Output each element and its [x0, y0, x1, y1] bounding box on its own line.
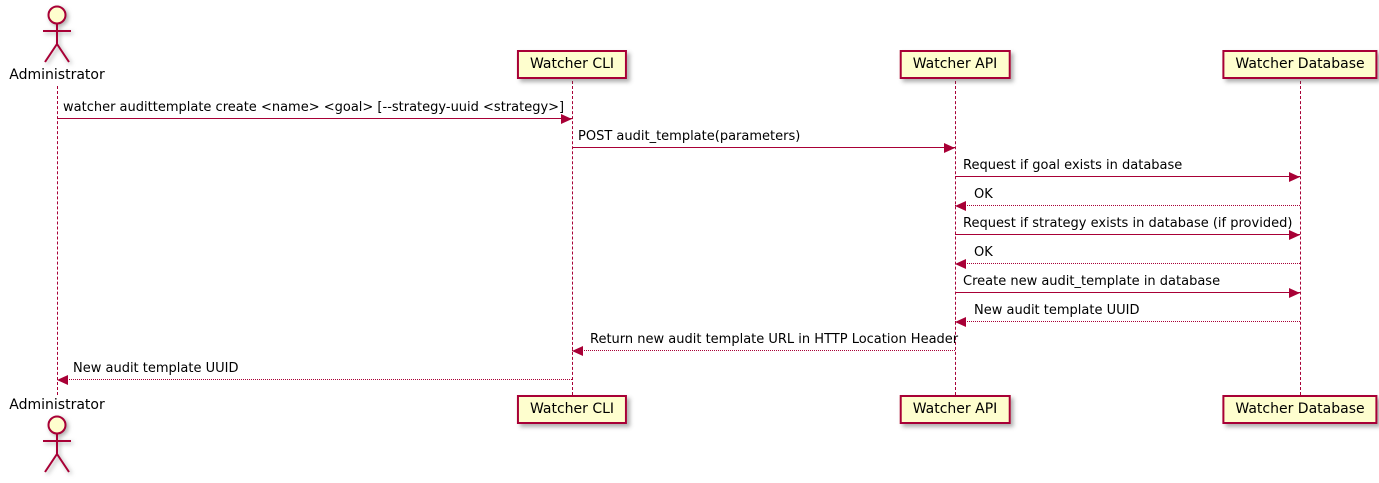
participant-watcher-cli-bottom: Watcher CLI	[516, 395, 628, 424]
participant-watcher-cli-top: Watcher CLI	[516, 50, 628, 79]
arrowhead-left-icon	[955, 258, 966, 269]
message-arrow-7	[955, 287, 1300, 298]
participant-watcher-database-bottom: Watcher Database	[1222, 395, 1378, 424]
participant-watcher-api-bottom: Watcher API	[899, 395, 1011, 424]
arrowhead-left-icon	[572, 345, 583, 356]
message-arrow-4	[955, 200, 1300, 211]
message-label-3: Request if goal exists in database	[963, 158, 1183, 173]
actor-icon	[43, 5, 71, 63]
arrowhead-right-icon	[1289, 229, 1300, 240]
message-arrow-8	[955, 316, 1300, 327]
message-label-5: Request if strategy exists in database (…	[963, 216, 1293, 231]
arrowhead-right-icon	[1289, 171, 1300, 182]
lifeline-watcher-api	[955, 81, 956, 395]
message-label-9: Return new audit template URL in HTTP Lo…	[590, 332, 959, 347]
message-label-6: OK	[974, 245, 993, 260]
message-label-10: New audit template UUID	[73, 361, 239, 376]
arrowhead-right-icon	[561, 113, 572, 124]
message-arrow-1	[57, 113, 572, 124]
message-label-2: POST audit_template(parameters)	[578, 129, 801, 144]
arrowhead-right-icon	[1289, 287, 1300, 298]
actor-label-bottom: Administrator	[9, 397, 105, 413]
arrowhead-left-icon	[955, 200, 966, 211]
arrowhead-left-icon	[57, 374, 68, 385]
actor-icon	[43, 415, 71, 473]
message-arrow-3	[955, 171, 1300, 182]
message-label-1: watcher audittemplate create <name> <goa…	[63, 100, 565, 115]
message-arrow-5	[955, 229, 1300, 240]
lifeline-administrator	[57, 86, 58, 395]
arrowhead-right-icon	[944, 142, 955, 153]
message-label-8: New audit template UUID	[974, 303, 1140, 318]
lifeline-watcher-cli	[572, 81, 573, 395]
lifeline-watcher-database	[1300, 81, 1301, 395]
actor-label-top: Administrator	[9, 67, 105, 83]
message-label-4: OK	[974, 187, 993, 202]
arrowhead-left-icon	[955, 316, 966, 327]
message-label-7: Create new audit_template in database	[963, 274, 1221, 289]
message-arrow-10	[57, 374, 572, 385]
participant-watcher-database-top: Watcher Database	[1222, 50, 1378, 79]
participant-watcher-api-top: Watcher API	[899, 50, 1011, 79]
message-arrow-9	[572, 345, 955, 356]
message-arrow-2	[572, 142, 955, 153]
message-arrow-6	[955, 258, 1300, 269]
